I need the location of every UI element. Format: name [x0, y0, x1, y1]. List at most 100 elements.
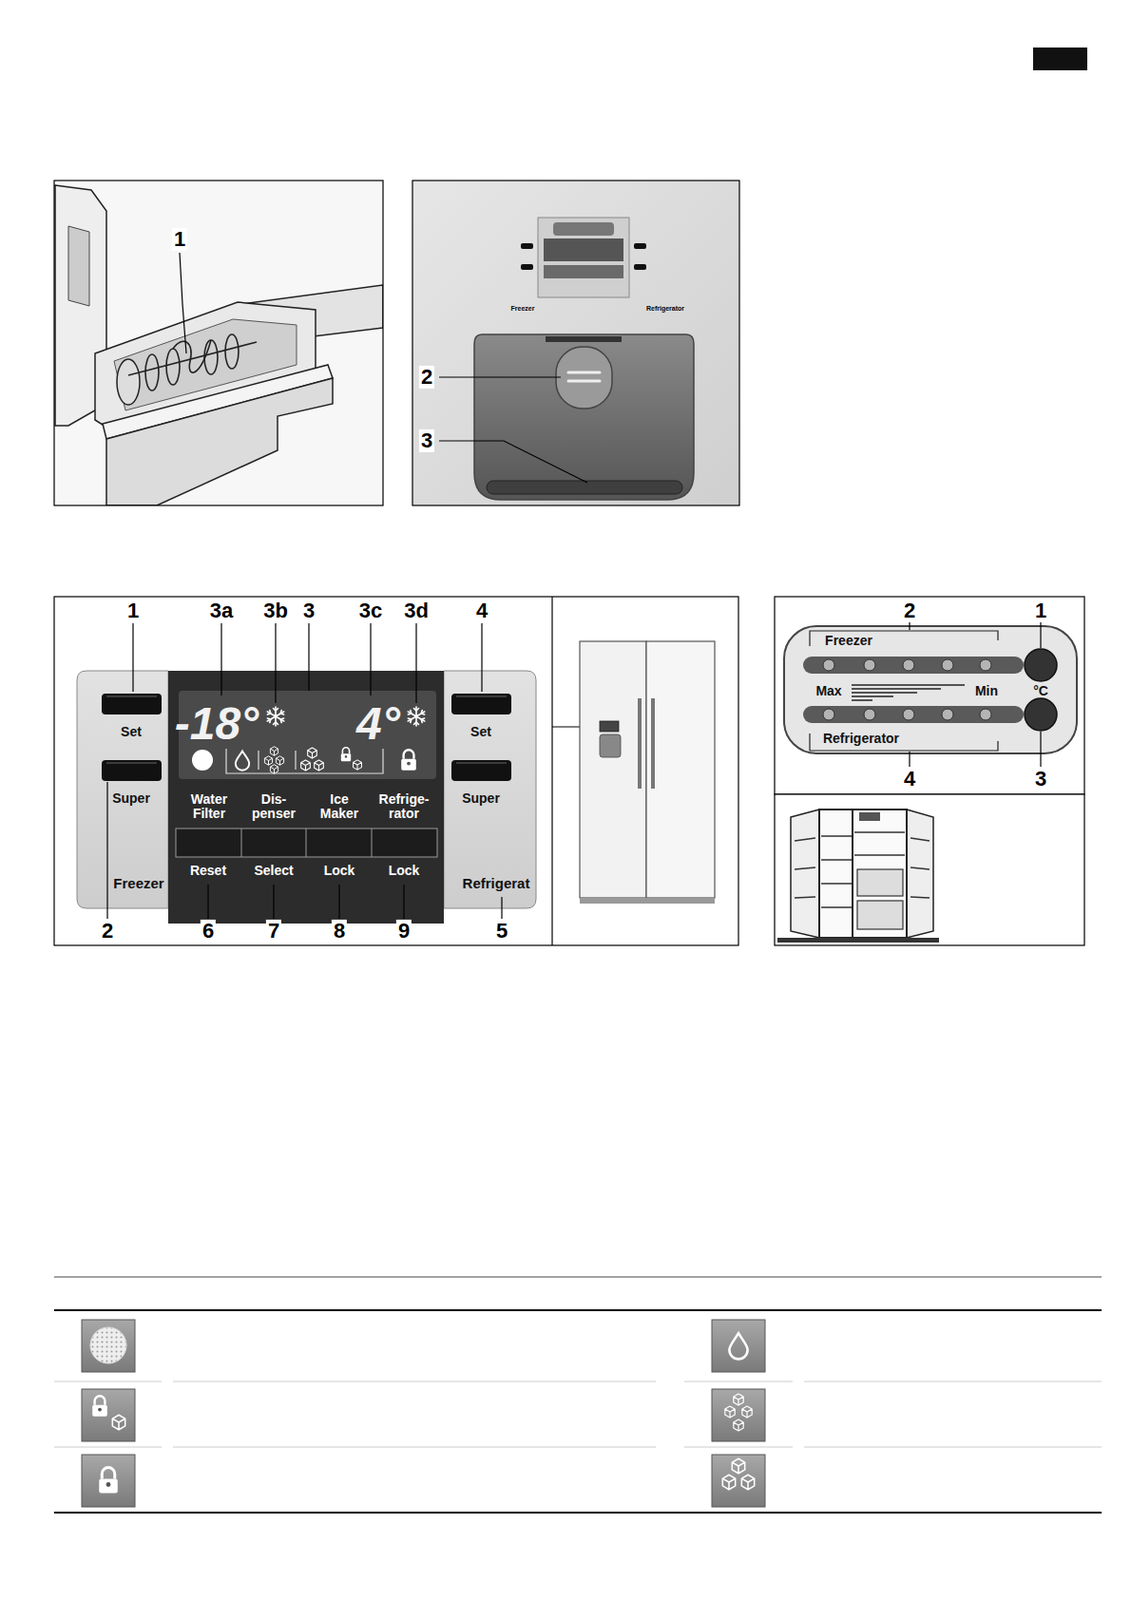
symbol-table [54, 1277, 1102, 1279]
function-label: Ice Maker [311, 792, 367, 823]
fridge-illustration [579, 898, 715, 904]
dial-panel-figure [774, 794, 1085, 946]
symbol-table [54, 1381, 1102, 1448]
open-fridge-illustration [821, 832, 905, 908]
leader-line [207, 884, 209, 920]
temperature-readout: -18° [174, 699, 260, 750]
panel-title: Freezer [113, 876, 164, 893]
dial-panel-figure [1024, 649, 1057, 682]
symbol-icon [725, 1406, 735, 1419]
ice-bin-figure [225, 334, 239, 369]
function-label: Refrige- rator [376, 792, 432, 823]
refrigerator-control-panel: SetSuperRefrigerat [443, 670, 537, 909]
open-fridge-illustration [859, 812, 881, 822]
dispenser-figure [543, 265, 624, 279]
callout-number: 1 [1033, 599, 1049, 623]
dial-panel-figure [851, 685, 965, 701]
fridge-illustration [599, 734, 621, 758]
callout-number: 3b [261, 599, 290, 623]
display-icon [407, 707, 424, 727]
open-fridge-illustration [777, 938, 940, 943]
symbol-table [54, 1277, 1102, 1514]
leader-line [220, 623, 222, 696]
scale-label: Max [815, 684, 842, 699]
control-panel-figure [54, 596, 739, 946]
callout-number: 3 [301, 599, 317, 623]
symbol-icon [711, 1455, 766, 1508]
display-icon [269, 765, 278, 774]
dial-title: Freezer [824, 633, 873, 649]
leader-line [132, 623, 134, 692]
page-marker [1033, 47, 1088, 71]
callout-number: 8 [331, 920, 347, 943]
callout-number: 2 [419, 365, 435, 389]
leader-line [402, 884, 404, 920]
display-icon [226, 748, 384, 774]
dial-panel-figure [902, 709, 915, 721]
leader-line [415, 623, 417, 704]
leader-line [107, 623, 600, 920]
dial-panel-figure [809, 631, 998, 751]
button-label: Super [461, 791, 500, 806]
callout-number: 3 [1033, 767, 1049, 791]
dial-panel-figure [979, 709, 992, 721]
temperature-dial-panel: FreezerMaxMin°CRefrigerator [784, 626, 1077, 754]
ice-bin-figure [54, 180, 384, 506]
temperature-readout: 4° [356, 699, 401, 750]
callout-number: 6 [200, 920, 216, 943]
dial-panel-figure [784, 626, 1077, 754]
panel-button [101, 693, 512, 782]
callout-number: 4 [474, 599, 490, 623]
dial-panel-figure [803, 656, 1024, 674]
function-label: Dis- penser [246, 792, 302, 823]
symbol-table [54, 1512, 1102, 1515]
dial-panel-figure [803, 706, 1024, 724]
dial-panel-figure [979, 659, 992, 671]
dispenser-figure [568, 372, 600, 382]
dispenser-figure [633, 264, 647, 270]
dial-title: Refrigerator [823, 731, 900, 747]
symbol-icon [81, 1320, 135, 1373]
leader-line [500, 897, 502, 920]
panel-button [241, 828, 372, 858]
leader-line [106, 782, 108, 920]
figure-frame [412, 180, 740, 506]
display-icon [341, 747, 351, 762]
dispenser-figure [555, 346, 613, 409]
ice-bin-figure [172, 340, 211, 373]
display-icon [269, 747, 278, 756]
button-label: Set [470, 725, 492, 740]
button-label: Reset [190, 863, 227, 879]
leader-line [338, 884, 340, 920]
callout-number: 3d [402, 599, 431, 623]
leader-line [369, 623, 371, 696]
open-fridge-illustration [857, 869, 903, 897]
ice-bin-figure [116, 359, 140, 405]
leader-line [307, 623, 309, 691]
freezer-control-panel: SetSuperFreezer [76, 670, 169, 909]
dial-panel-figure [1024, 698, 1057, 731]
dial-panel-figure [941, 709, 954, 721]
page-marker [1033, 47, 1088, 71]
dial-panel-figure [823, 659, 835, 671]
open-fridge-illustration [906, 809, 934, 939]
callout-number: 5 [494, 920, 510, 943]
fridge-illustration [637, 698, 642, 789]
panel-button [106, 696, 507, 764]
control-panel-figure [551, 596, 553, 946]
control-panel-figure [76, 670, 169, 909]
symbol-table [54, 1309, 1102, 1312]
symbol-icon [711, 1320, 766, 1373]
callout-number: 3a [208, 599, 235, 623]
ice-bin-figure [54, 180, 384, 506]
dispenser-figure [553, 222, 614, 236]
button-label: Set [120, 725, 142, 740]
open-fridge-illustration [777, 809, 940, 943]
display-icon [314, 760, 325, 771]
button-label: Super [112, 791, 151, 806]
symbol-icon [92, 1396, 108, 1418]
control-panel-figure [168, 670, 444, 924]
symbol-icon [722, 1475, 735, 1490]
symbol-icon [81, 1320, 766, 1508]
